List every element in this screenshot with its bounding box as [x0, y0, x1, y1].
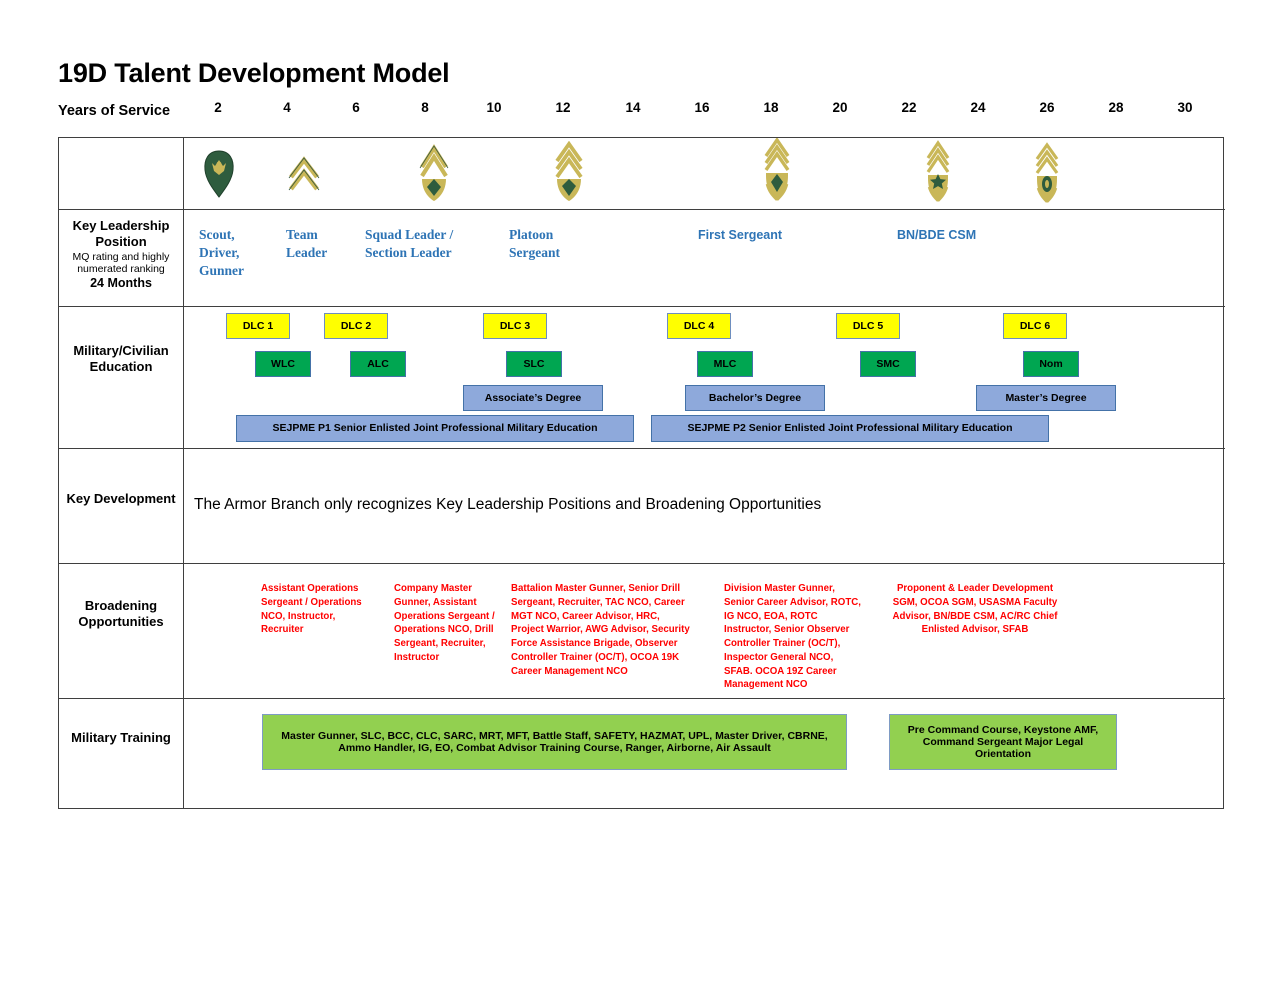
broadening-column-2: Company Master Gunner, Assistant Operati…	[394, 583, 495, 663]
staff-sergeant-insignia	[414, 143, 454, 201]
broadening-title: Broadening Opportunities	[78, 598, 164, 630]
row-divider-4	[59, 563, 1225, 564]
klp-bn-bde-csm: BN/BDE CSM	[897, 228, 977, 242]
row-divider-3	[59, 448, 1225, 449]
row-label-broadening: Broadening Opportunities	[59, 598, 183, 631]
military-training-title: Military Training	[71, 730, 171, 745]
klp-scout-driver-gunner: Scout, Driver, Gunner	[199, 227, 245, 278]
masters-degree-box[interactable]: Master’s Degree	[976, 385, 1116, 411]
model-grid: Key Leadership Position MQ rating and hi…	[58, 137, 1225, 809]
year-tick-14: 14	[625, 100, 641, 115]
year-tick-16: 16	[694, 100, 710, 115]
year-tick-22: 22	[901, 100, 917, 115]
master-sergeant-insignia	[757, 138, 797, 201]
klp-squad-section-leader: Squad Leader / Section Leader	[365, 227, 454, 260]
col-divider-4	[183, 563, 184, 698]
row-label-military-training: Military Training	[59, 730, 183, 746]
broadening-column-5: Proponent & Leader Development SGM, OCOA…	[892, 583, 1058, 636]
year-tick-26: 26	[1039, 100, 1055, 115]
broadening-column-1: Assistant Operations Sergeant / Operatio…	[261, 583, 362, 636]
key-leadership-title: Key Leadership Position	[72, 218, 170, 250]
years-of-service-label: Years of Service	[58, 103, 171, 119]
dlc-3-box[interactable]: DLC 3	[483, 313, 547, 339]
alc-box[interactable]: ALC	[350, 351, 406, 377]
dlc-4-box[interactable]: DLC 4	[667, 313, 731, 339]
year-tick-18: 18	[763, 100, 779, 115]
associates-degree-box[interactable]: Associate’s Degree	[463, 385, 603, 411]
klp-platoon-sergeant: Platoon Sergeant	[509, 227, 560, 260]
klp-team-leader: Team Leader	[286, 227, 328, 260]
mlc-box[interactable]: MLC	[697, 351, 753, 377]
row-divider-2	[59, 306, 1225, 307]
year-tick-6: 6	[352, 100, 360, 115]
military-training-block-1[interactable]: Master Gunner, SLC, BCC, CLC, SARC, MRT,…	[262, 714, 847, 770]
col-divider-5	[183, 698, 184, 808]
year-tick-28: 28	[1108, 100, 1124, 115]
page-title: 19D Talent Development Model	[58, 58, 450, 88]
col-divider-1	[183, 209, 184, 306]
dlc-5-box[interactable]: DLC 5	[836, 313, 900, 339]
row-label-education: Military/Civilian Education	[59, 343, 183, 376]
dlc-2-box[interactable]: DLC 2	[324, 313, 388, 339]
key-leadership-months: 24 Months	[90, 275, 152, 290]
year-tick-10: 10	[486, 100, 502, 115]
key-development-title: Key Development	[66, 491, 176, 506]
military-training-block-2[interactable]: Pre Command Course, Keystone AMF, Comman…	[889, 714, 1117, 770]
year-tick-12: 12	[555, 100, 571, 115]
slc-box[interactable]: SLC	[506, 351, 562, 377]
sejpme-p2-bar[interactable]: SEJPME P2 Senior Enlisted Joint Professi…	[651, 415, 1049, 442]
year-tick-8: 8	[421, 100, 429, 115]
sergeant-insignia	[284, 147, 324, 201]
dlc-1-box[interactable]: DLC 1	[226, 313, 290, 339]
year-tick-20: 20	[832, 100, 848, 115]
sergeant-major-insignia	[1027, 142, 1067, 203]
broadening-column-3: Battalion Master Gunner, Senior Drill Se…	[511, 583, 690, 677]
year-tick-30: 30	[1177, 100, 1193, 115]
sejpme-p1-bar[interactable]: SEJPME P1 Senior Enlisted Joint Professi…	[236, 415, 634, 442]
row-label-key-development: Key Development	[59, 491, 183, 507]
wlc-box[interactable]: WLC	[255, 351, 311, 377]
row-label-key-leadership: Key Leadership Position MQ rating and hi…	[59, 218, 183, 291]
year-tick-4: 4	[283, 100, 291, 115]
specialist-insignia	[199, 147, 239, 201]
dlc-6-box[interactable]: DLC 6	[1003, 313, 1067, 339]
broadening-column-4: Division Master Gunner, Senior Career Ad…	[724, 583, 861, 691]
bachelors-degree-box[interactable]: Bachelor’s Degree	[685, 385, 825, 411]
klp-first-sergeant: First Sergeant	[698, 228, 783, 242]
year-tick-2: 2	[214, 100, 222, 115]
sergeant-first-class-insignia	[549, 141, 589, 201]
row-divider-1	[59, 209, 1225, 210]
first-sergeant-insignia	[918, 140, 958, 202]
year-tick-24: 24	[970, 100, 986, 115]
education-title: Military/Civilian Education	[73, 343, 169, 375]
key-development-statement: The Armor Branch only recognizes Key Lea…	[194, 496, 822, 513]
col-divider-2	[183, 306, 184, 448]
smc-box[interactable]: SMC	[860, 351, 916, 377]
col-divider-0	[183, 138, 184, 209]
nom-box[interactable]: Nom	[1023, 351, 1079, 377]
col-divider-3	[183, 448, 184, 563]
key-leadership-sub: MQ rating and highly numerated ranking	[72, 250, 170, 276]
row-divider-5	[59, 698, 1225, 699]
